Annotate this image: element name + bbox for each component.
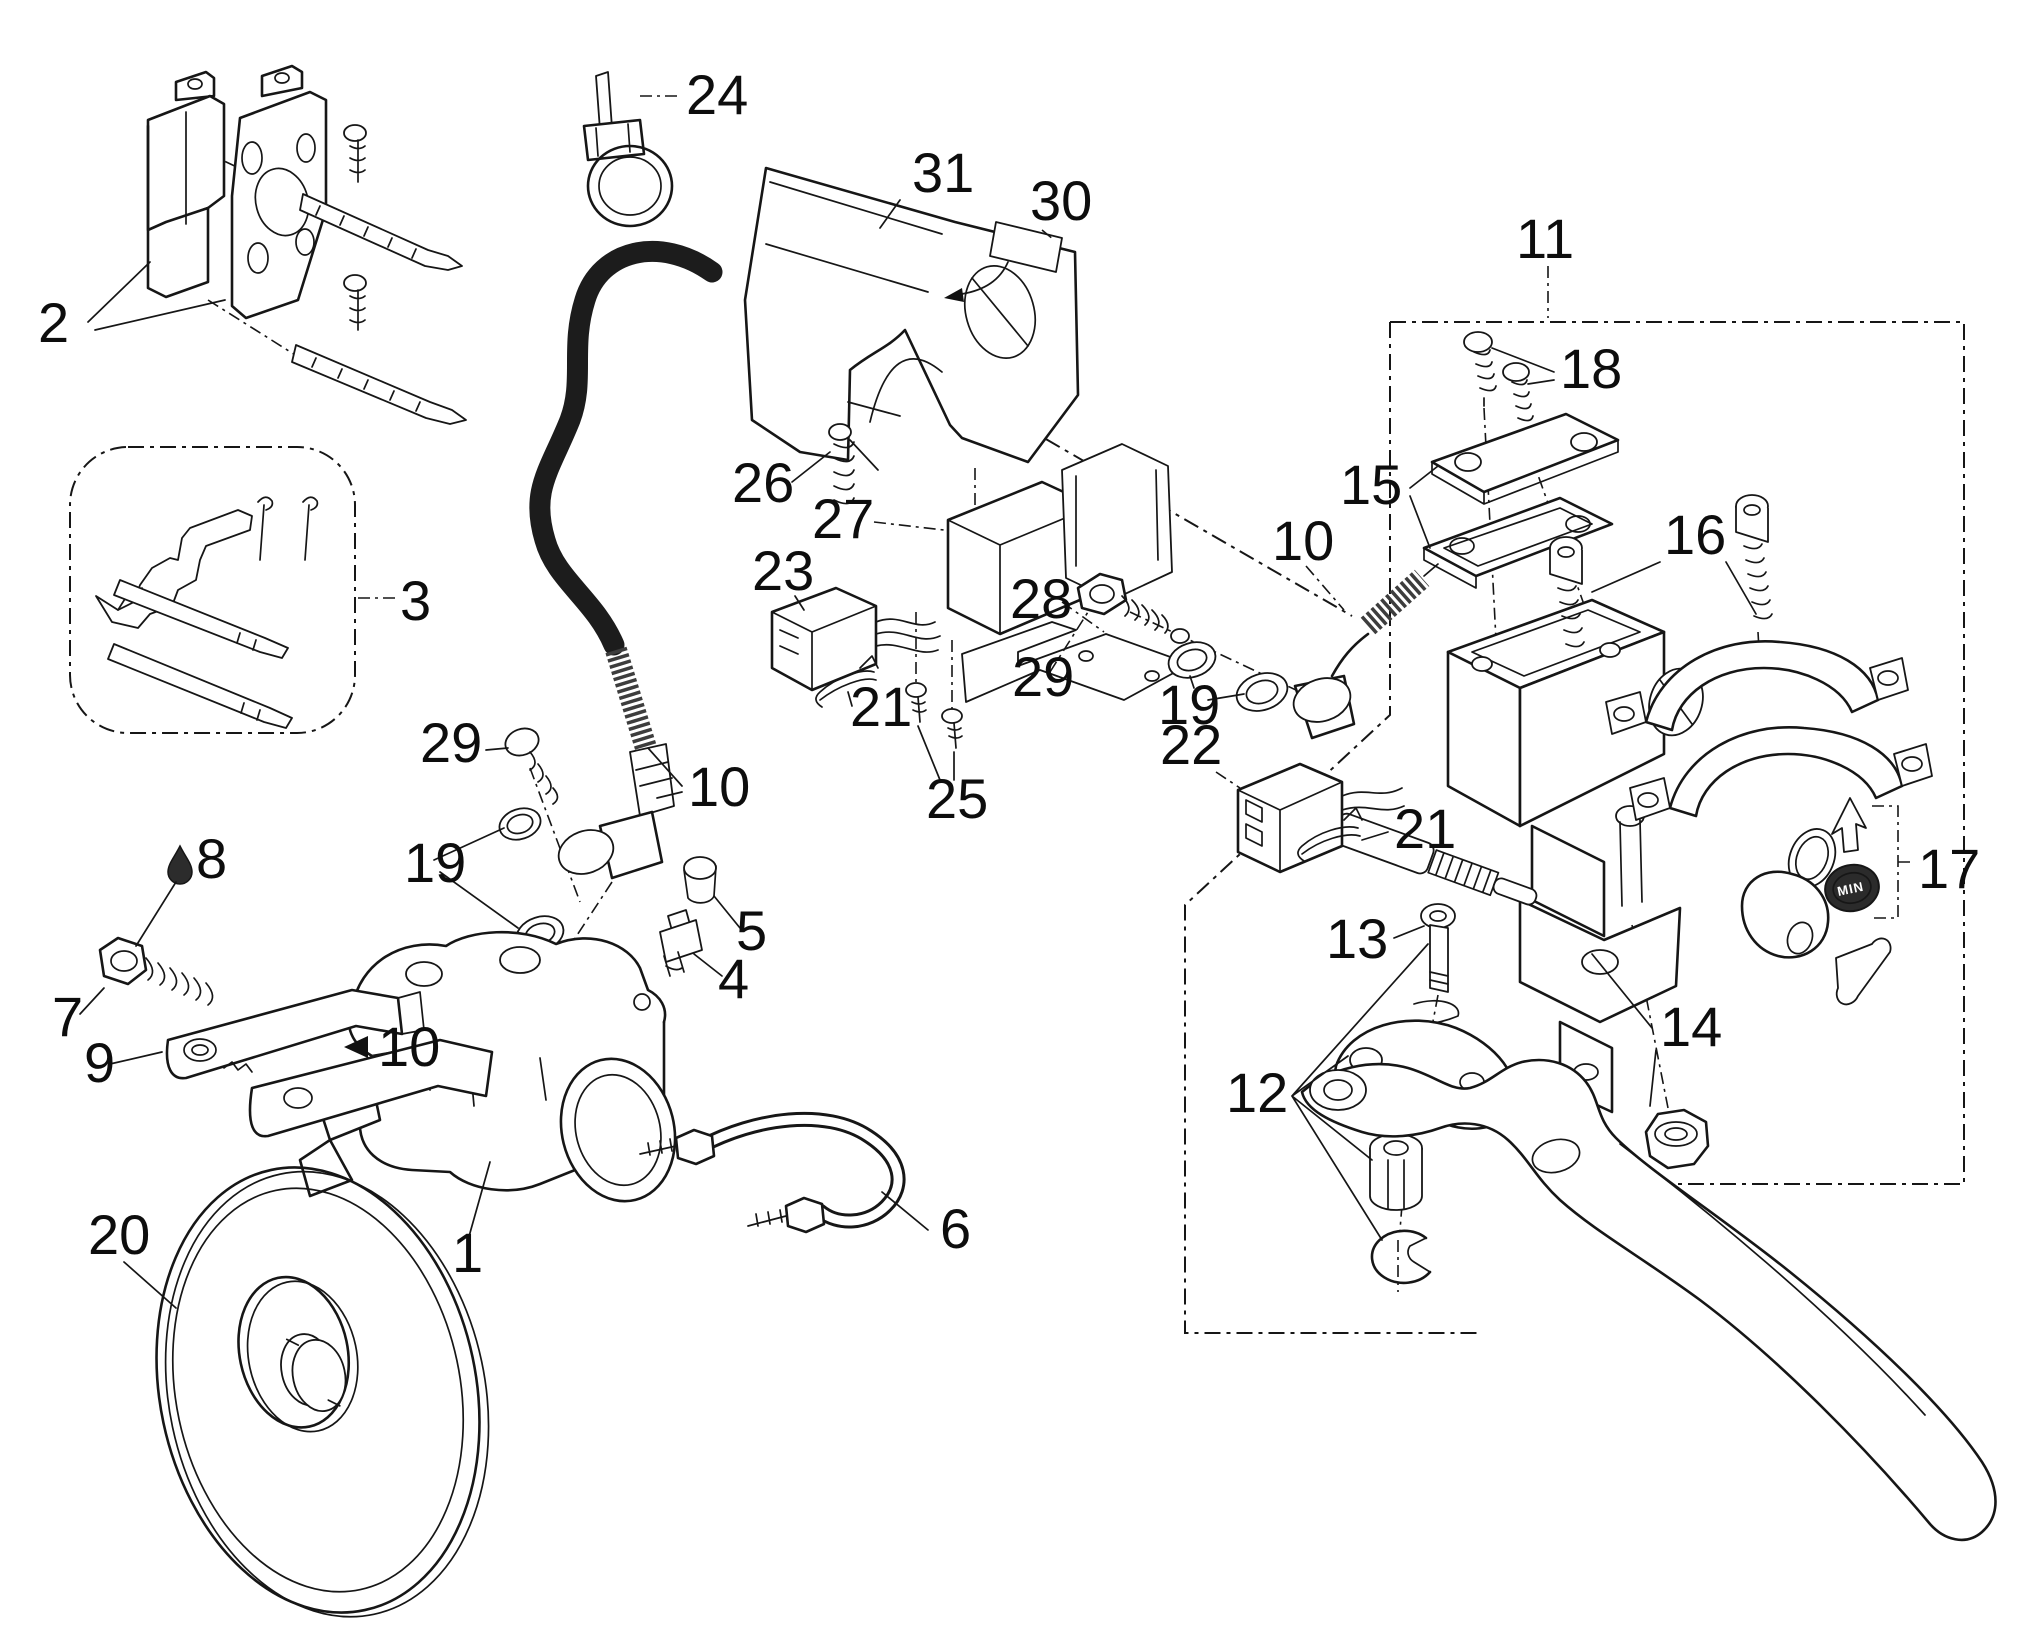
callout-10a: 10: [688, 755, 750, 818]
callout-27: 27: [812, 487, 874, 550]
callout-14: 14: [1660, 995, 1722, 1058]
reservoir-cap-kit: MIN: [1787, 797, 1914, 919]
handlebar-housing: [743, 166, 1080, 471]
handlebar-clamp-screws: [1549, 494, 1773, 648]
callout-5: 5: [736, 899, 767, 962]
bleeder-cap: [683, 856, 717, 904]
pivot-bushing: [1369, 1133, 1423, 1211]
callout-31: 31: [912, 141, 974, 204]
brake-pads: [146, 64, 328, 320]
banjo-bolt-left: [504, 727, 559, 805]
callout-25: 25: [926, 767, 988, 830]
brake-disc: [155, 1166, 490, 1618]
reservoir-diaphragm: [1422, 496, 1614, 589]
callout-21b: 21: [1394, 797, 1456, 860]
callout-30: 30: [1030, 169, 1092, 232]
callout-10b: 10: [1272, 509, 1334, 572]
assembly-box-11: [1184, 266, 1965, 1334]
callout-28: 28: [1010, 567, 1072, 630]
leader-lines: [79, 95, 1757, 1309]
caliper-hose: [639, 1111, 906, 1234]
callout-22: 22: [1160, 713, 1222, 776]
hose-elbow-fitting: [1292, 563, 1439, 740]
callout-23: 23: [752, 539, 814, 602]
callout-11: 11: [1516, 207, 1574, 270]
handlebar-clamps: [1605, 639, 1933, 821]
callout-1: 1: [452, 1221, 483, 1284]
callout-15: 15: [1340, 453, 1402, 516]
cable-tie: [582, 71, 674, 228]
switch-connector: [770, 586, 941, 692]
callout-2: 2: [38, 291, 69, 354]
caliper-brackets: [165, 988, 494, 1138]
lever-spring-clip: [1297, 807, 1363, 862]
callout-10c: 10: [378, 1015, 440, 1078]
callout-7: 7: [52, 985, 83, 1048]
brake-hose: [529, 240, 723, 880]
callout-12: 12: [1226, 1061, 1288, 1124]
reservoir-cover: [1430, 412, 1620, 505]
callout-29b: 29: [1012, 645, 1074, 708]
callout-labels: 1 2 3 4 5 6 7 8 9 10 10 10 11 12 13 14 1…: [38, 63, 1980, 1284]
brake-light-switch: [946, 443, 1173, 636]
callout-29a: 29: [420, 711, 482, 774]
callout-17: 17: [1918, 837, 1980, 900]
min-cap-label: MIN: [1836, 879, 1865, 899]
pivot-nut: [1644, 1108, 1710, 1170]
switch-screws: [905, 682, 963, 749]
callout-26: 26: [732, 451, 794, 514]
callout-21a: 21: [850, 675, 912, 738]
mounting-bolt: [98, 936, 214, 1006]
housing-screw: [828, 423, 855, 505]
callout-8: 8: [196, 827, 227, 890]
banjo-bolt-right: [1076, 572, 1190, 644]
hose-pointer-arrow: [344, 1036, 368, 1058]
callout-24: 24: [686, 63, 748, 126]
callout-16: 16: [1664, 503, 1726, 566]
reservoir-cover-screws: [1463, 331, 1534, 422]
callout-13: 13: [1326, 907, 1388, 970]
callout-19b: 19: [1158, 673, 1220, 736]
bleeder-valve: [659, 909, 703, 977]
repair-kit: [69, 446, 356, 734]
callout-19a: 19: [404, 831, 466, 894]
sealing-washers-right: [1167, 641, 1289, 712]
callout-3: 3: [400, 569, 431, 632]
pivot-screw: [1420, 903, 1456, 993]
lever-boot-and-pin: [1740, 870, 1892, 1006]
callout-6: 6: [940, 1197, 971, 1260]
callout-20: 20: [88, 1203, 150, 1266]
grease-drop-icon: [135, 844, 193, 947]
pad-retainer-screws: [343, 124, 367, 331]
adhesive-pad: [944, 221, 1063, 302]
switch-spring-clip: [815, 655, 879, 708]
brake-lever: [1300, 1058, 1997, 1542]
callout-4: 4: [718, 947, 749, 1010]
e-clip: [1370, 1229, 1432, 1285]
callout-9: 9: [84, 1031, 115, 1094]
pad-pins: [291, 193, 467, 425]
switch-bracket-plate: [961, 621, 1191, 703]
callout-18: 18: [1560, 337, 1622, 400]
